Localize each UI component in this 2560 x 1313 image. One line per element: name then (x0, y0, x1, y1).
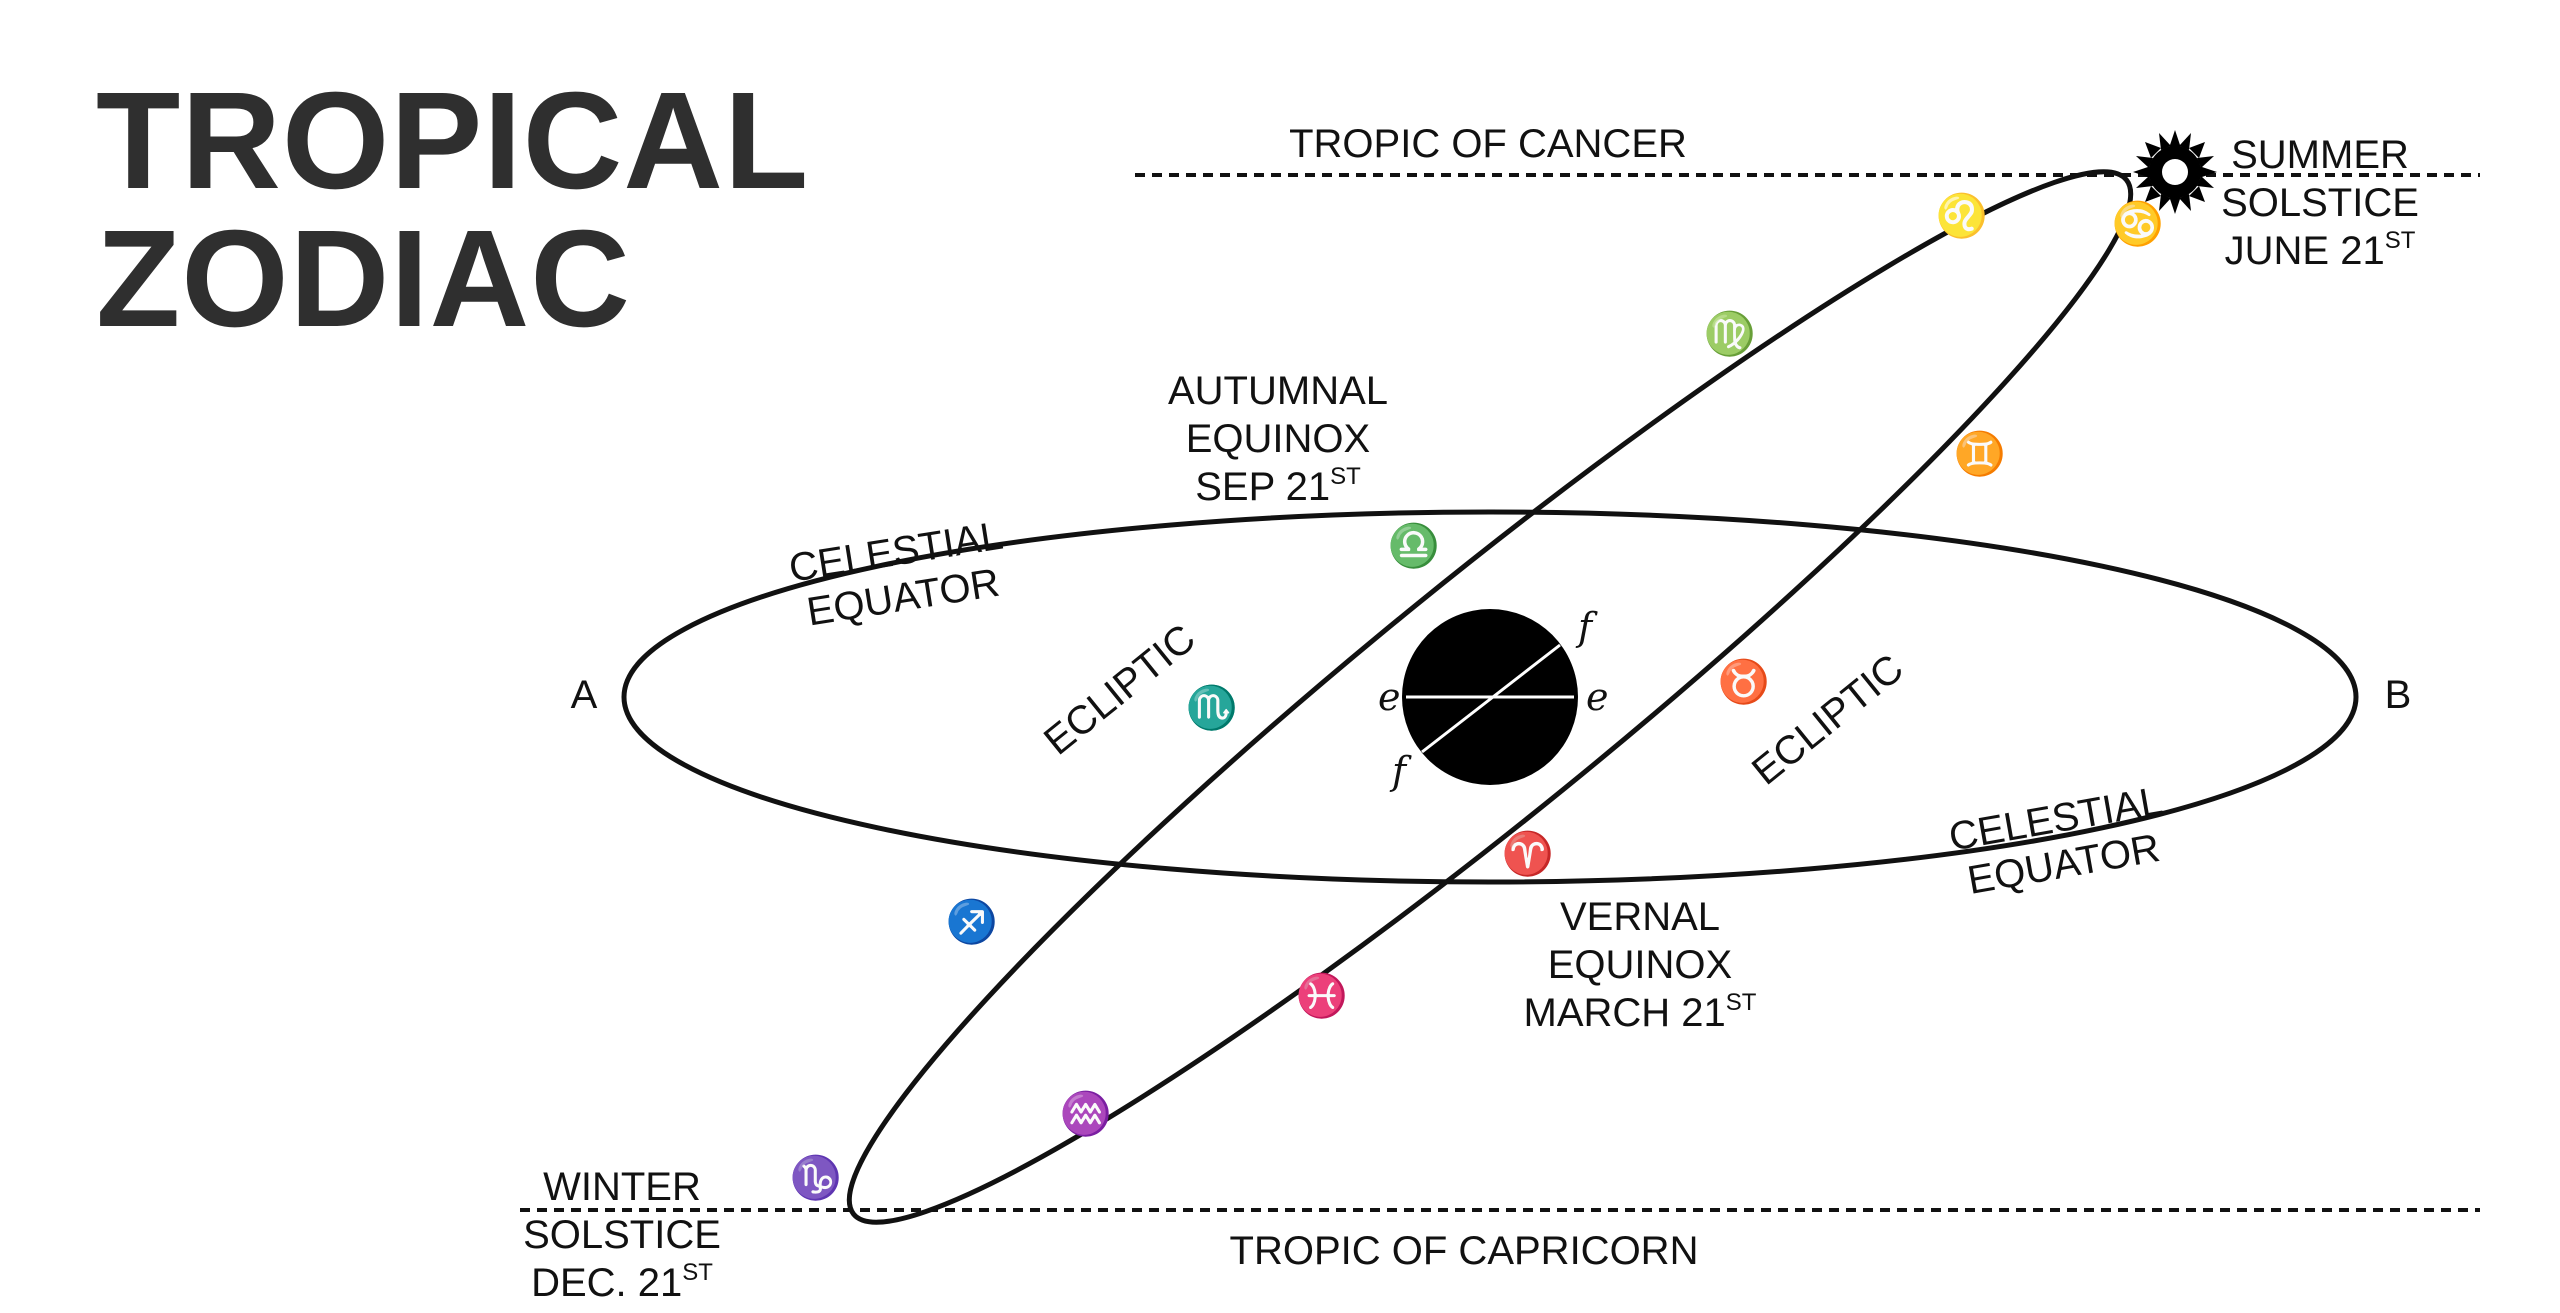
axis-f-bottom-label: f (1389, 749, 1412, 793)
tropic-of-capricorn-label: TROPIC OF CAPRICORN (1230, 1229, 1699, 1273)
vernal-equinox-line-2: EQUINOX (1548, 943, 1732, 987)
summer-solstice-line-3: JUNE 21ST (2225, 227, 2416, 273)
summer-solstice-date: JUNE 21 (2225, 229, 2385, 273)
leo-icon: ♌ (1936, 191, 1988, 240)
page-title: TROPICAL ZODIAC (96, 72, 809, 348)
axis-f-top-label: f (1575, 605, 1598, 649)
ecliptic-ellipse (846, 169, 2134, 1225)
point-b-label: B (2385, 673, 2412, 717)
taurus-icon: ♉ (1718, 657, 1770, 706)
summer-solstice-label: SUMMER SOLSTICE JUNE 21ST (2221, 133, 2419, 273)
vernal-equinox-date: MARCH 21 (1524, 991, 1726, 1035)
title-line-1: TROPICAL (96, 64, 810, 218)
summer-solstice-line-2: SOLSTICE (2221, 181, 2419, 225)
autumnal-equinox-line-3: SEP 21ST (1195, 463, 1361, 509)
vernal-equinox-line-3: MARCH 21ST (1524, 989, 1757, 1035)
cancer-icon: ♋ (2112, 199, 2164, 248)
title-line-2: ZODIAC (96, 202, 631, 356)
winter-solstice-date: DEC. 21 (531, 1261, 682, 1305)
winter-solstice-line-1: WINTER (543, 1165, 701, 1209)
autumnal-equinox-line-1: AUTUMNAL (1168, 369, 1388, 413)
aries-icon: ♈ (1502, 829, 1554, 878)
autumnal-equinox-label: AUTUMNAL EQUINOX SEP 21ST (1168, 369, 1388, 509)
winter-solstice-label: WINTER SOLSTICE DEC. 21ST (523, 1165, 721, 1305)
vernal-equinox-line-1: VERNAL (1560, 895, 1720, 939)
axis-f-line (1421, 643, 1561, 754)
winter-solstice-line-3: DEC. 21ST (531, 1259, 713, 1305)
pisces-icon: ♓ (1296, 971, 1348, 1020)
autumnal-equinox-suffix: ST (1330, 463, 1361, 490)
celestial-equator-label-right: CELESTIAL EQUATOR (1946, 779, 2166, 903)
autumnal-equinox-date: SEP 21 (1195, 465, 1330, 509)
summer-solstice-line-1: SUMMER (2231, 133, 2409, 177)
vernal-equinox-label: VERNAL EQUINOX MARCH 21ST (1524, 895, 1757, 1035)
ecliptic-label-left: ECLIPTIC (1036, 616, 1204, 764)
scorpio-icon: ♏ (1186, 683, 1238, 732)
axis-e-left-label: e (1378, 675, 1401, 719)
point-a-label: A (571, 673, 598, 717)
axis-e-right-label: e (1586, 675, 1609, 719)
virgo-icon: ♍ (1704, 309, 1756, 358)
summer-solstice-suffix: ST (2385, 227, 2416, 254)
sagittarius-icon: ♐ (946, 897, 998, 946)
sun-icon (2133, 130, 2217, 214)
aquarius-icon: ♒ (1060, 1089, 1112, 1138)
winter-solstice-line-2: SOLSTICE (523, 1213, 721, 1257)
celestial-equator-ellipse (621, 509, 2359, 885)
gemini-icon: ♊ (1954, 429, 2006, 478)
capricorn-icon: ♑ (790, 1153, 842, 1202)
tropic-of-cancer-label: TROPIC OF CANCER (1289, 122, 1687, 166)
libra-icon: ♎ (1388, 521, 1440, 570)
winter-solstice-suffix: ST (682, 1259, 713, 1286)
celestial-equator-label-left: CELESTIAL EQUATOR (786, 514, 1006, 635)
vernal-equinox-suffix: ST (1726, 989, 1757, 1016)
autumnal-equinox-line-2: EQUINOX (1186, 417, 1370, 461)
